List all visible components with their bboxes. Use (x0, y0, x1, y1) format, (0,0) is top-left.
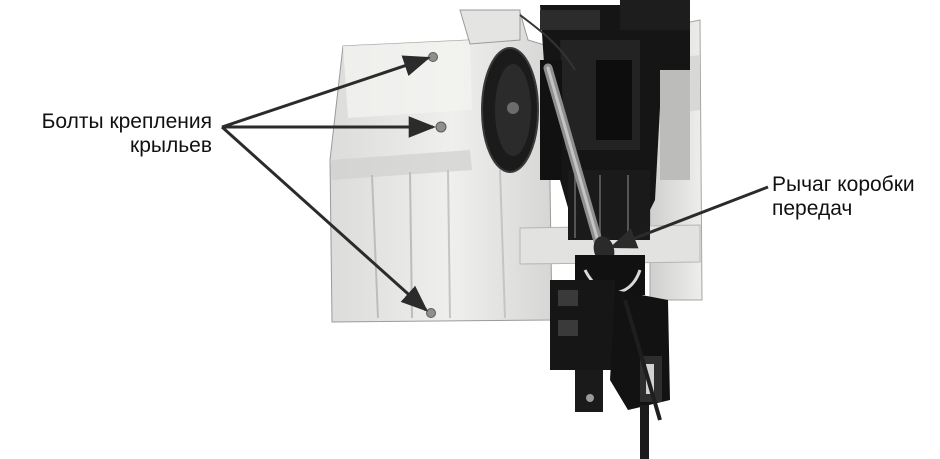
arrow-to-bolt-top (221, 55, 431, 129)
bolt-middle (435, 121, 447, 133)
bolt-bottom (426, 308, 436, 318)
fender-bolts (426, 52, 447, 318)
hitch-assembly (550, 255, 670, 459)
label-gear-lever: Рычаг коробки передач (772, 173, 915, 221)
drive-disc (481, 47, 562, 180)
cultivator-photo (329, 0, 703, 459)
label-fender-bolts-line1: Болты крепления (41, 110, 212, 133)
machine-frame (540, 0, 690, 240)
label-fender-bolts-line2: крыльев (130, 134, 212, 157)
label-gear-lever-line1: Рычаг коробки (772, 173, 915, 196)
bolt-top (428, 52, 438, 62)
label-fender-bolts: Болты крепления крыльев (6, 110, 212, 158)
leader-arrows (220, 55, 769, 312)
arrow-to-bolt-bottom (220, 125, 429, 312)
label-gear-lever-line2: передач (772, 197, 853, 220)
arrow-to-gear-lever (609, 185, 769, 249)
